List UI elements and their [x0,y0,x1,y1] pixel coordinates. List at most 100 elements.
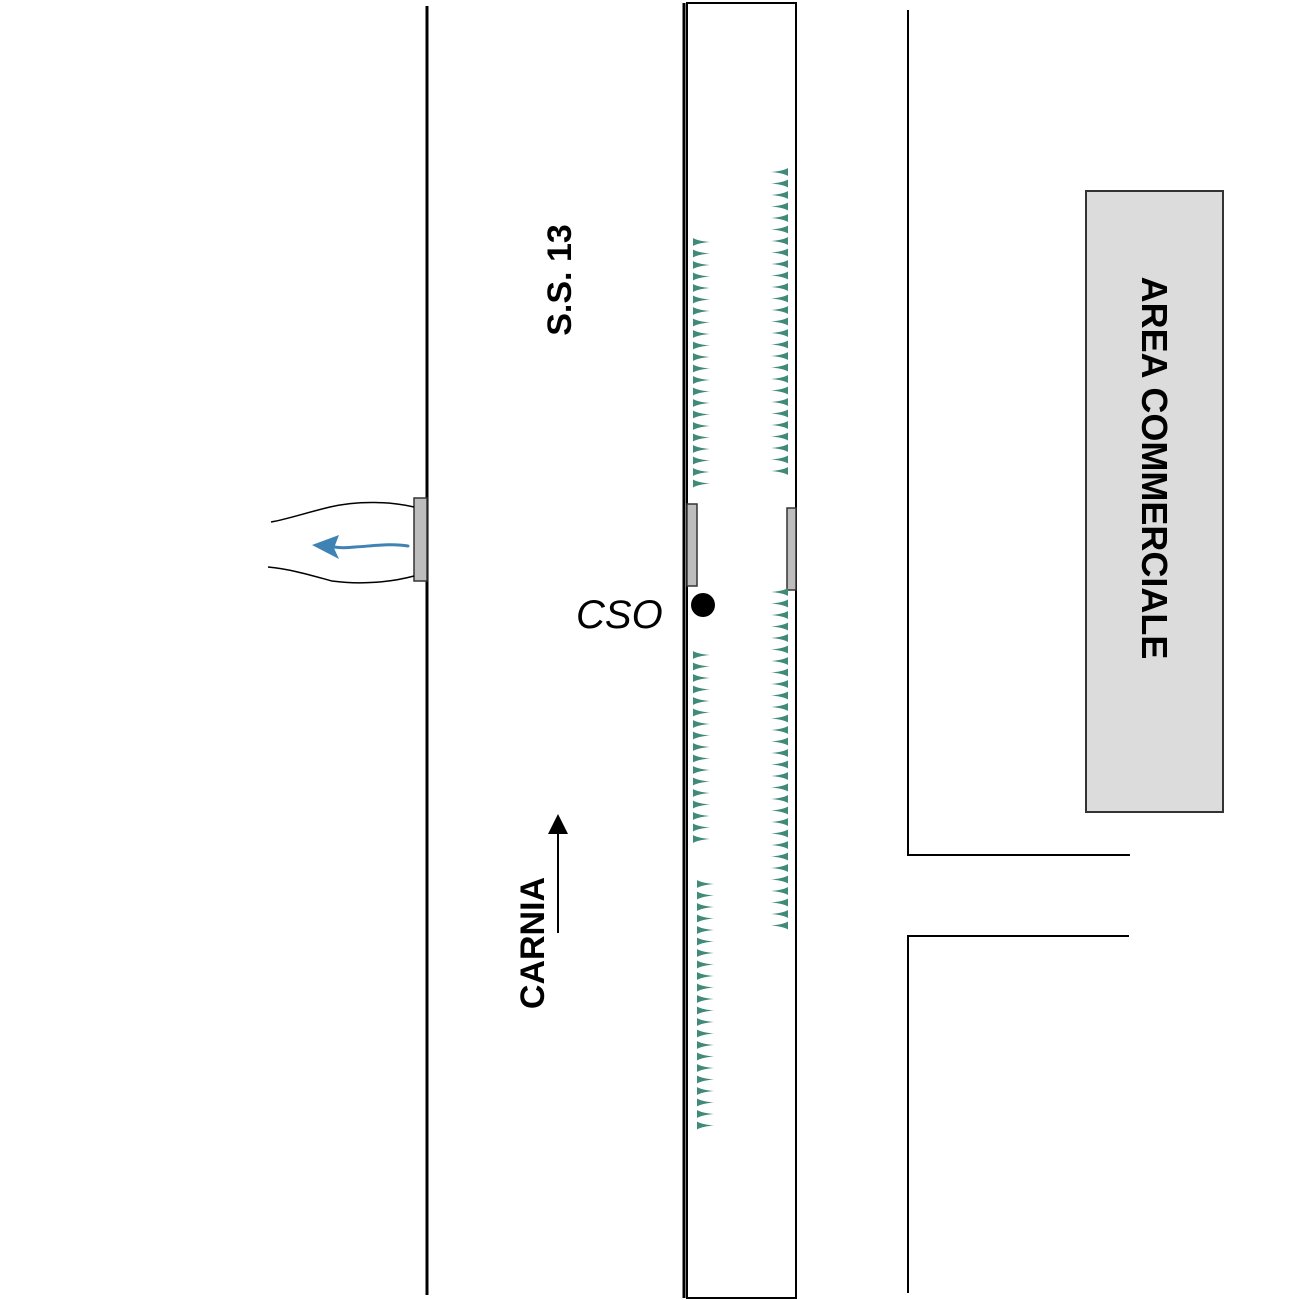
grass-tuft-icon [697,891,714,900]
discharge-plume-upper [270,501,415,523]
grass-tuft-icon [697,903,714,911]
grass-tuft-icon [771,214,788,222]
grass-tuft-icon [693,249,710,258]
grass-tuft-icon [697,1121,714,1130]
grass-tuft-icon [771,599,788,608]
grass-tuft-icon [771,455,788,464]
grass-tuft-icon [697,1064,714,1072]
vegetation-group [693,168,788,1130]
grass-tuft-icon [771,271,788,280]
grass-tuft-icon [693,341,710,350]
grass-tuft-icon [771,611,788,619]
grass-tuft-icon [771,703,788,711]
grass-tuft-icon [771,864,788,872]
discharge-plume-lower [267,566,415,584]
channel-gate-left [686,503,698,587]
grass-tuft-icon [693,295,710,304]
grass-tuft-icon [771,444,788,452]
grass-tuft-icon [771,657,788,665]
grass-tuft-icon [693,330,710,338]
grass-tuft-icon [771,363,788,372]
grass-tuft-icon [697,960,714,969]
grass-tuft-icon [693,766,710,774]
grass-tuft-icon [771,691,788,700]
commercial-area-label: AREA COMMERCIALE [1134,277,1175,660]
commercial-area-block [1085,190,1224,813]
grass-tuft-icon [697,1006,714,1015]
grass-tuft-icon [693,754,710,763]
grass-tuft-icon [693,479,710,488]
grass-tuft-icon [697,1052,714,1061]
grass-tuft-icon [693,743,710,751]
grass-tuft-icon [771,622,788,631]
grass-tuft-icon [771,202,788,211]
drainage-channel [686,2,797,1299]
grass-tuft-icon [693,720,710,728]
grass-tuft-icon [771,772,788,780]
side-road-upper-edge [907,10,1130,856]
grass-tuft-icon [771,795,788,803]
grass-tuft-icon [771,680,788,688]
grass-tuft-icon [693,789,710,797]
grass-tuft-icon [771,375,788,383]
grass-tuft-icon [693,800,710,809]
grass-tuft-icon [693,708,710,717]
grass-tuft-icon [693,835,710,843]
grass-tuft-icon [693,697,710,705]
grass-tuft-icon [697,1110,714,1118]
grass-tuft-icon [693,364,710,373]
grass-tuft-icon [693,662,710,671]
grass-tuft-icon [697,972,714,980]
grass-tuft-icon [771,760,788,769]
grass-tuft-icon [693,433,710,442]
grass-tuft-icon [693,823,710,832]
grass-tuft-icon [771,352,788,360]
grass-tuft-icon [771,783,788,792]
grass-tuft-icon [697,914,714,923]
grass-tuft-icon [771,749,788,757]
cso-point-icon [691,593,715,617]
grass-tuft-icon [771,306,788,314]
grass-tuft-icon [771,668,788,677]
grass-tuft-icon [771,806,788,815]
grass-tuft-icon [771,248,788,257]
grass-tuft-icon [693,777,710,786]
grass-tuft-icon [693,674,710,682]
grass-tuft-icon [771,714,788,723]
grass-tuft-icon [771,432,788,441]
grass-tuft-icon [771,260,788,268]
grass-tuft-icon [771,588,788,596]
grass-tuft-icon [693,307,710,315]
grass-tuft-icon [771,329,788,337]
grass-tuft-icon [693,272,710,281]
grass-tuft-icon [697,1029,714,1038]
grass-tuft-icon [771,179,788,188]
grass-tuft-icon [771,887,788,895]
grass-tuft-icon [771,852,788,861]
grass-tuft-icon [771,726,788,734]
grass-tuft-icon [693,399,710,407]
grass-tuft-icon [771,340,788,349]
outlet-structure [413,497,428,582]
grass-tuft-icon [771,737,788,746]
grass-tuft-icon [771,841,788,849]
grass-tuft-icon [697,949,714,957]
grass-tuft-icon [771,317,788,326]
grass-tuft-icon [771,168,788,176]
grass-tuft-icon [697,1018,714,1026]
grass-tuft-icon [693,238,710,246]
grass-tuft-icon [693,318,710,327]
grass-tuft-icon [693,284,710,292]
cso-label: CSO [576,593,663,637]
grass-tuft-icon [693,456,710,465]
direction-arrow-icon [548,814,568,933]
grass-tuft-icon [771,283,788,291]
grass-tuft-icon [693,353,710,361]
direction-label: CARNIA [514,877,552,1009]
side-road-lower-edge [907,935,1129,1293]
grass-tuft-icon [771,898,788,907]
grass-tuft-icon [771,398,788,406]
grass-tuft-icon [771,225,788,234]
grass-tuft-icon [693,731,710,740]
